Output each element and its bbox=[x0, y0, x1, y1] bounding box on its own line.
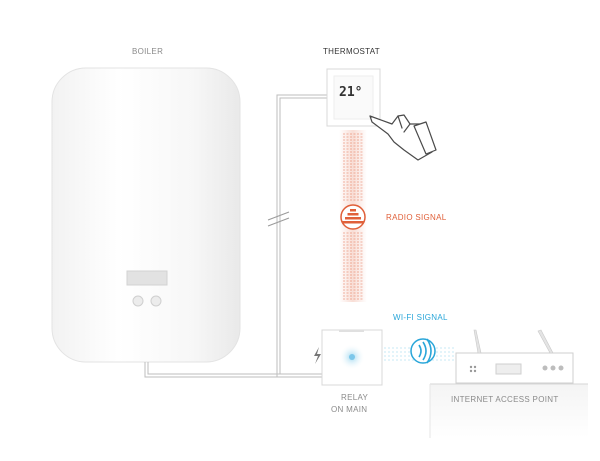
radio-signal-icon bbox=[340, 204, 366, 230]
boiler-display bbox=[126, 270, 168, 286]
wifi-signal-icon bbox=[410, 338, 436, 364]
relay bbox=[321, 329, 383, 386]
boiler bbox=[51, 67, 241, 363]
hand-icon bbox=[369, 114, 437, 161]
thermostat-temperature-display: 21° bbox=[339, 85, 363, 100]
boiler-knob-right bbox=[150, 295, 162, 307]
radio-signal-label: RADIO SIGNAL bbox=[386, 213, 447, 222]
relay-label-line1: RELAY bbox=[341, 393, 369, 402]
boiler-label: BOILER bbox=[132, 47, 164, 56]
wire-break-mark bbox=[267, 211, 290, 227]
relay-label-line2: ON MAIN bbox=[331, 405, 368, 414]
access-point-area bbox=[429, 383, 588, 438]
wifi-signal-label: WI-FI SIGNAL bbox=[393, 313, 448, 322]
router bbox=[455, 329, 574, 384]
power-bolt-icon bbox=[314, 347, 321, 364]
wire-cable bbox=[144, 94, 345, 378]
thermostat-label: THERMOSTAT bbox=[323, 47, 380, 56]
boiler-knob-left bbox=[132, 295, 144, 307]
access-point-label: INTERNET ACCESS POINT bbox=[451, 395, 559, 404]
